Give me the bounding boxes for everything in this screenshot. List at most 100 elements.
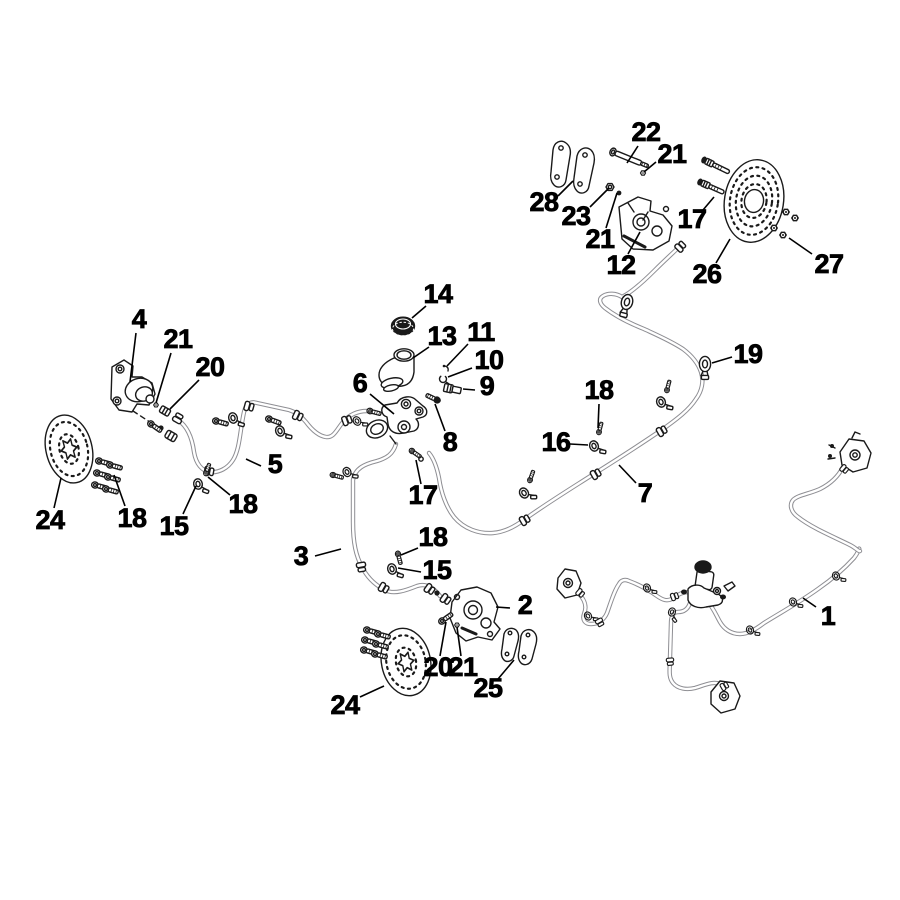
callout-leader-line (605, 192, 618, 229)
callout-leader-line (369, 393, 395, 415)
callout-24: 24 (330, 685, 385, 720)
clamp-bolt (663, 379, 673, 394)
callout-9: 9 (462, 371, 496, 401)
brake-disc (380, 627, 432, 697)
callout-leader-line (155, 352, 172, 404)
callout-14: 14 (411, 279, 454, 319)
callout-2: 2 (495, 590, 533, 620)
hose-clamp (516, 482, 539, 506)
callout-leader-line (397, 567, 422, 573)
callout-number: 6 (353, 368, 368, 398)
callout-leader-line (53, 477, 62, 509)
callout-leader-line (569, 443, 589, 446)
hose-fitting (158, 405, 172, 417)
washer (616, 190, 622, 196)
callout-18: 18 (207, 476, 259, 519)
callout-leader-line (415, 459, 422, 485)
callout-20: 20 (169, 352, 225, 410)
hose-clamp (273, 422, 294, 444)
callout-number: 19 (733, 339, 763, 369)
callout-number: 24 (35, 505, 65, 535)
callout-16: 16 (541, 427, 589, 457)
rear-brake-disc (723, 159, 785, 243)
union-fitting (442, 382, 462, 395)
callout-leader-line (643, 161, 657, 173)
callout-number: 24 (330, 690, 360, 720)
callout-leader-line (439, 621, 447, 657)
callout-18: 18 (584, 375, 615, 429)
callout-23: 23 (561, 187, 610, 231)
callout-leader-line (597, 403, 600, 429)
front-left-brake-group (44, 359, 360, 497)
callout-leader-line (447, 367, 473, 378)
callout-leader-line (434, 403, 446, 432)
callout-number: 22 (631, 117, 660, 147)
callout-leader-line (245, 458, 262, 467)
brake-disc (44, 414, 94, 484)
callout-number: 26 (692, 259, 722, 289)
callout-leader-line (618, 464, 637, 484)
caliper-nut (152, 401, 160, 409)
callout-leader-line (462, 388, 476, 391)
callout-number: 21 (163, 324, 193, 354)
master-cylinder-group (351, 316, 462, 462)
brake-caliper (449, 586, 501, 642)
callout-15: 15 (397, 555, 453, 585)
clamp-bolt (264, 414, 283, 427)
callout-leader-line (456, 626, 462, 657)
banjo-bolt (407, 446, 424, 462)
callout-18: 18 (113, 474, 148, 533)
callout-number: 18 (418, 522, 448, 552)
caliper (556, 568, 586, 599)
pad-pin-bolt (609, 147, 650, 169)
callout-number: 14 (423, 279, 453, 309)
callout-number: 21 (585, 224, 615, 254)
callout-leader-line (711, 356, 733, 364)
spring-clip (438, 374, 450, 385)
front-right-brake-group (355, 549, 538, 697)
callout-leader-line (702, 196, 715, 211)
callout-number: 23 (561, 201, 591, 231)
hex-fitting (164, 429, 178, 443)
callout-number: 17 (408, 480, 437, 510)
callout-number: 16 (541, 427, 571, 457)
callout-4: 4 (129, 304, 148, 383)
callout-number: 13 (427, 321, 457, 351)
callout-number: 27 (814, 249, 843, 279)
caliper (710, 680, 741, 714)
callout-number: 3 (294, 541, 309, 571)
callout-1: 1 (802, 597, 837, 631)
brake-caliper (110, 359, 160, 429)
callout-27: 27 (788, 237, 844, 279)
disc-mount-bolts (90, 456, 124, 496)
callout-number: 25 (473, 673, 503, 703)
callout-number: 9 (480, 371, 495, 401)
callout-leader-line (129, 332, 137, 383)
callout-number: 11 (467, 317, 495, 347)
hose-clamp (587, 437, 608, 459)
callout-11: 11 (446, 317, 496, 367)
callout-number: 10 (474, 345, 503, 375)
caliper (827, 431, 872, 475)
callout-number: 15 (422, 555, 452, 585)
callout-3: 3 (293, 541, 342, 571)
grommet (698, 355, 712, 381)
callout-leader-line (207, 476, 231, 496)
hose-clamp (665, 606, 682, 624)
reservoir-cap (390, 316, 416, 337)
callout-number: 18 (117, 503, 147, 533)
assembled-brake-line-group (556, 431, 872, 714)
callout-12: 12 (606, 231, 641, 280)
rear-brake-group (516, 140, 800, 527)
callout-leader-line (412, 346, 430, 359)
callout-6: 6 (352, 368, 395, 415)
callout-leader-line (411, 305, 427, 319)
callout-number: 8 (443, 427, 458, 457)
callout-15: 15 (159, 485, 197, 541)
callout-21: 21 (448, 626, 479, 682)
callout-number: 2 (518, 590, 533, 620)
master-cylinder (681, 560, 736, 609)
